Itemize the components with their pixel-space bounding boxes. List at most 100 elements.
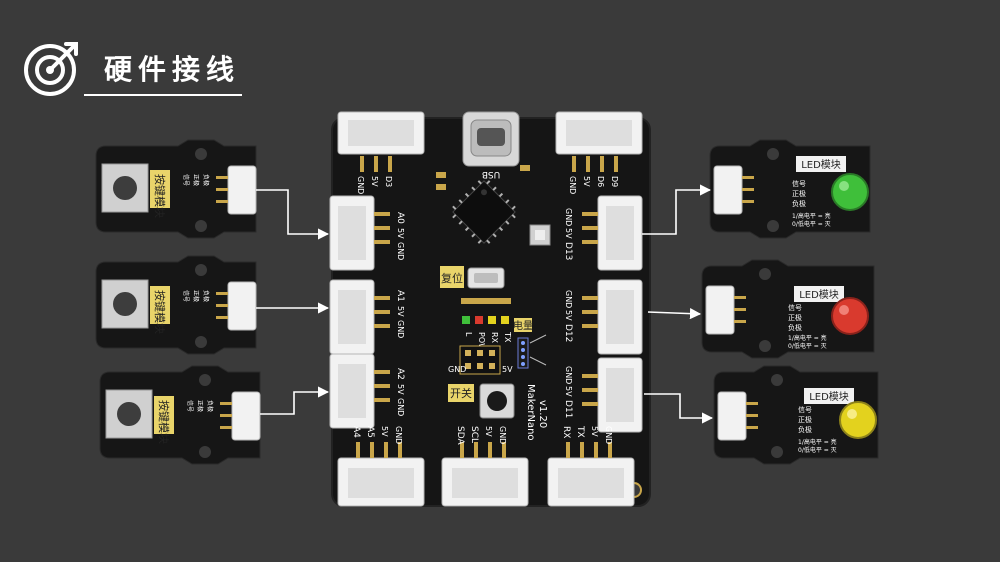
arrow-d13-to-led1 — [642, 184, 712, 235]
led-yellow — [839, 401, 877, 439]
pin-label: D13 — [563, 242, 573, 260]
pin-label: A4 — [351, 426, 361, 438]
led-module-2: LED模块 信号 正极 负极 1/高电平 = 亮 0/低电平 = 灭 — [701, 259, 875, 359]
led-label-rx: RX — [490, 332, 499, 344]
pin-label: A0 — [395, 212, 405, 224]
pin-label: 负极 — [202, 290, 210, 302]
pin-label: GND — [604, 426, 613, 444]
header-5v-label: 5V — [502, 365, 513, 374]
page-title: 硬件接线 — [104, 53, 241, 86]
port-d11: GND 5V D11 — [563, 357, 643, 433]
pin-label: A5 — [365, 426, 375, 438]
port-bottom-2: SDA SCL 5V GND — [441, 426, 529, 507]
port-bottom-3: RX TX 5V GND — [547, 425, 635, 507]
pin-label: 5V — [396, 384, 405, 395]
pin-label: 5V — [370, 176, 379, 187]
button-module-3: 按键模块 信号 正极 负极 — [99, 365, 261, 465]
pin-label: 正极 — [792, 189, 806, 198]
pin-label: 5V — [564, 310, 573, 321]
battery-label: 电量 — [513, 319, 533, 332]
pin-label: RX — [561, 426, 571, 438]
port-a0: A0 5V GND — [329, 195, 405, 271]
switch-label: 开关 — [450, 386, 472, 400]
pin-label: GND — [396, 320, 405, 338]
target-arrow-icon — [24, 42, 78, 96]
arrow-button3-to-a2 — [260, 386, 330, 415]
board-name: MakerNano — [525, 384, 536, 441]
pin-label: 正极 — [192, 174, 200, 186]
port-bottom-1: A4 A5 5V GND — [337, 426, 425, 507]
header: 硬件接线 — [22, 36, 242, 98]
led-note: 1/高电平 = 亮 — [792, 212, 831, 220]
pin-label: 正极 — [798, 415, 812, 424]
wiring-arrows — [256, 184, 714, 424]
status-leds — [461, 298, 511, 324]
pin-label: 5V — [396, 306, 405, 317]
pin-label: GND — [396, 242, 405, 260]
mcu-chip — [452, 180, 516, 244]
led-label-pow: POW — [477, 332, 486, 351]
port-a1: A1 5V GND — [329, 279, 405, 355]
button-module-2: 按键模块 信号 正极 负极 — [95, 255, 257, 355]
pin-label: SCL — [469, 426, 479, 443]
pin-label: GND — [568, 176, 577, 194]
battery-indicator: 电量 — [513, 318, 547, 369]
pin-label: 5V — [484, 426, 493, 437]
pin-label: D12 — [563, 324, 573, 342]
power-switch-button[interactable] — [479, 383, 515, 419]
module-label: LED模块 — [799, 289, 839, 301]
pin-label: 负极 — [206, 400, 214, 412]
pin-label: A1 — [395, 290, 405, 302]
pin-label: 信号 — [182, 174, 190, 186]
pin-label: 正极 — [192, 290, 200, 302]
led-green — [831, 173, 869, 211]
led-note: 0/低电平 = 灭 — [788, 342, 827, 350]
header-gnd-label: GND — [448, 365, 466, 374]
pin-label: 负极 — [788, 323, 802, 332]
arrow-button1-to-a0 — [256, 189, 330, 240]
pin-label: TX — [575, 425, 585, 438]
pin-label: 5V — [590, 426, 599, 437]
arrow-d11-to-led3 — [644, 393, 714, 424]
pin-label: D9 — [610, 176, 619, 187]
arrow-d12-to-led2 — [647, 308, 702, 320]
module-label: LED模块 — [801, 159, 841, 171]
pin-label: 负极 — [792, 199, 806, 208]
port-top-right: GND 5V D6 D9 — [555, 111, 643, 194]
led-note: 1/高电平 = 亮 — [798, 438, 837, 446]
port-d12: GND 5V D12 — [563, 279, 643, 355]
usb-label: USB — [482, 169, 500, 179]
pin-label: GND — [564, 366, 573, 384]
pin-label: D3 — [384, 176, 393, 187]
pin-label: SDA — [455, 426, 465, 445]
pin-label: 5V — [564, 228, 573, 239]
pin-header: 5V GND — [448, 345, 513, 375]
pin-label: 信号 — [182, 290, 190, 302]
reset-button[interactable] — [467, 267, 505, 289]
module-label: 按键模块 — [153, 174, 167, 218]
pin-label: GND — [394, 426, 403, 444]
pin-label: 信号 — [792, 179, 806, 188]
module-label: 按键模块 — [157, 400, 171, 444]
reset-label: 复位 — [441, 271, 463, 285]
module-label: 按键模块 — [153, 290, 167, 334]
pin-label: GND — [564, 290, 573, 308]
port-a2: A2 5V GND — [329, 353, 405, 429]
pin-label: 正极 — [196, 400, 204, 412]
pin-label: 正极 — [788, 313, 802, 322]
pin-label: 负极 — [202, 174, 210, 186]
pin-label: 5V — [396, 228, 405, 239]
pin-label: 信号 — [788, 303, 802, 312]
led-module-3: LED模块 信号 正极 负极 1/高电平 = 亮 0/低电平 = 灭 — [713, 365, 879, 465]
module-label: LED模块 — [809, 391, 849, 403]
pin-label: 信号 — [798, 405, 812, 414]
port-d13: GND 5V D13 — [563, 195, 643, 271]
board-version: v1.20 — [537, 400, 548, 428]
pin-label: GND — [356, 176, 365, 194]
led-red — [831, 297, 869, 335]
pin-label: 5V — [380, 426, 389, 437]
usb-c-port: USB — [462, 111, 520, 179]
pin-label: D6 — [596, 176, 605, 187]
pin-label: GND — [564, 208, 573, 226]
